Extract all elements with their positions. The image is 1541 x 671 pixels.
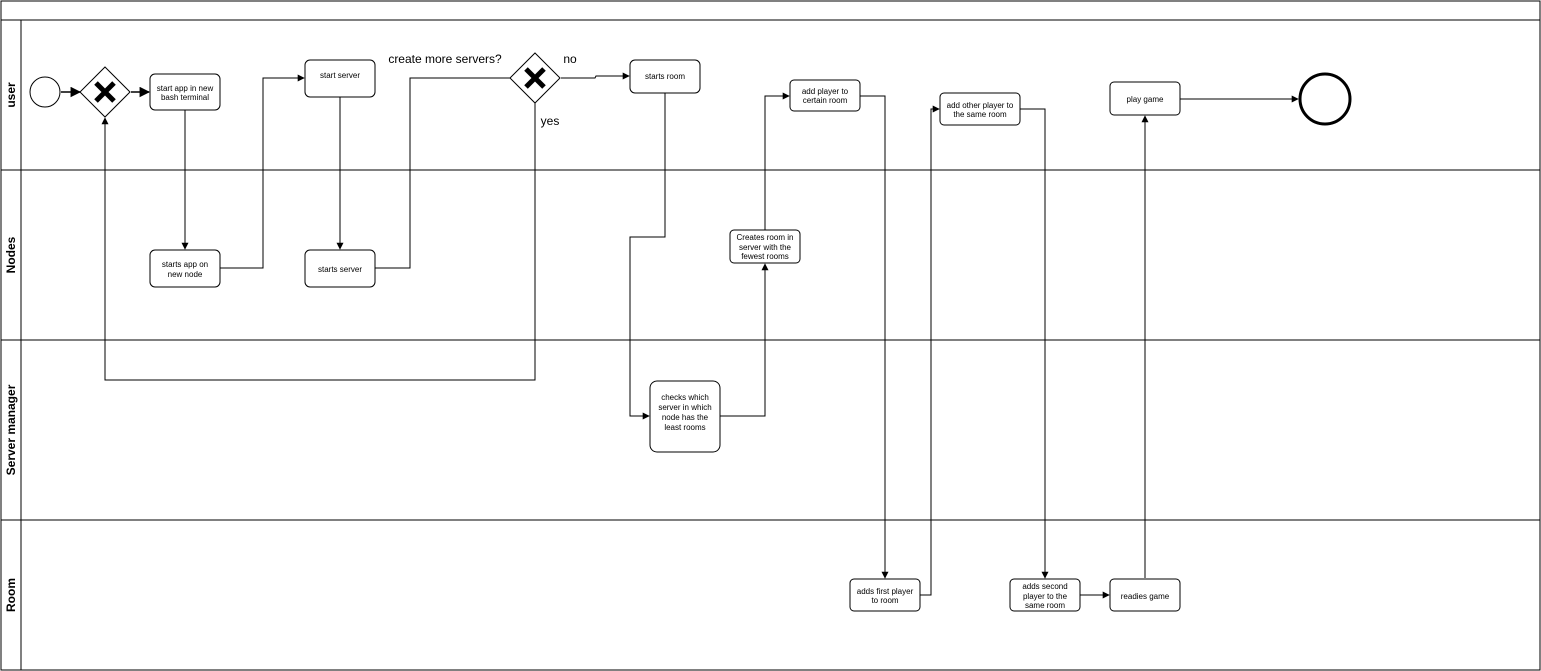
task-add-other-player-line-2: the same room — [953, 110, 1007, 119]
task-checks-server-line-3: node has the — [662, 413, 709, 422]
task-starts-server: starts server — [304, 249, 376, 288]
task-readies-game: readies game — [1109, 578, 1181, 612]
lane-server-manager: Server manager — [4, 384, 18, 475]
task-creates-room-line-3: fewest rooms — [741, 252, 789, 261]
task-checks-server-line-2: server in which — [658, 403, 711, 412]
flow-gateway-yes-loop — [101, 103, 536, 381]
lane-room: Room — [4, 578, 18, 612]
flow-starts-room-to-checks — [629, 93, 666, 420]
exclusive-gateway-1 — [79, 66, 131, 118]
lane-label-server-manager: Server manager — [4, 384, 18, 475]
task-creates-room-line-1: Creates room in — [737, 233, 794, 242]
task-adds-second-player-line-2: player to the — [1023, 592, 1068, 601]
task-starts-app-node-line-1: starts app on — [162, 260, 208, 269]
flow-add-other-to-second — [1020, 108, 1049, 579]
end-event — [1298, 72, 1352, 126]
lane-label-user: user — [4, 82, 18, 108]
task-starts-room-line-1: starts room — [645, 72, 685, 81]
start-event — [29, 76, 61, 108]
svg-text:readies game: readies game — [1121, 592, 1170, 601]
task-start-server-line-1: start server — [320, 71, 360, 80]
lane-nodes: Nodes — [4, 236, 18, 273]
task-adds-first-player-line-2: to room — [871, 596, 898, 605]
svg-text:start server: start server — [320, 71, 360, 80]
flow-checks-to-creates — [720, 263, 769, 417]
flow-starts-server-to-gateway — [375, 77, 510, 269]
svg-text:starts room: starts room — [645, 72, 685, 81]
flow-creates-to-add-player — [764, 92, 790, 230]
connectors — [61, 72, 1299, 599]
task-add-player-certain-line-2: certain room — [803, 96, 848, 105]
lane-user: user — [4, 82, 18, 108]
exclusive-gateway-2 — [509, 52, 561, 104]
task-starts-room: starts room — [629, 59, 701, 94]
task-adds-second-player-line-3: same room — [1025, 601, 1065, 610]
task-starts-app-node-line-2: new node — [168, 270, 203, 279]
flow-node-to-start-server — [220, 74, 305, 269]
flow-add-player-to-first — [860, 95, 889, 579]
task-adds-first-player-line-1: adds first player — [857, 587, 914, 596]
task-add-other-player-line-1: add other player to — [947, 101, 1014, 110]
task-checks-server-line-1: checks which — [661, 393, 709, 402]
svg-text:starts server: starts server — [318, 265, 362, 274]
flow-first-to-add-other — [920, 105, 940, 596]
task-start-app-terminal-line-1: start app in new — [157, 84, 214, 93]
gateway-no-label: no — [563, 52, 577, 66]
task-starts-server-line-1: starts server — [318, 265, 362, 274]
task-play-game: play game — [1109, 81, 1181, 116]
task-adds-second-player-line-1: adds second — [1022, 582, 1067, 591]
gateway-question: create more servers? — [388, 52, 502, 66]
task-readies-game-line-1: readies game — [1121, 592, 1170, 601]
flow-gateway-no — [561, 72, 630, 80]
gateway-yes-label: yes — [541, 114, 560, 128]
task-play-game-line-1: play game — [1127, 95, 1164, 104]
task-start-server: start server — [304, 59, 376, 98]
task-creates-room-line-2: server with the — [739, 243, 792, 252]
task-checks-server-line-4: least rooms — [664, 423, 705, 432]
task-add-player-certain-line-1: add player to — [802, 87, 849, 96]
task-start-app-terminal-line-2: bash terminal — [161, 93, 209, 102]
lane-label-room: Room — [4, 578, 18, 612]
svg-text:play game: play game — [1127, 95, 1164, 104]
lane-label-nodes: Nodes — [4, 236, 18, 273]
